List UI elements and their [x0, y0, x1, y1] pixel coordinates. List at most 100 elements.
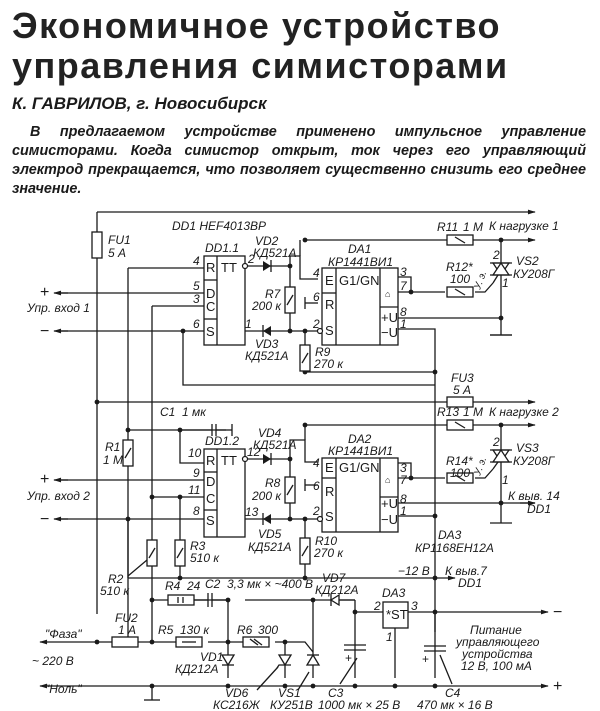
- svg-text:VD1: VD1: [200, 650, 223, 664]
- svg-text:DA2: DA2: [348, 432, 372, 446]
- ground-symbols: [490, 334, 512, 336]
- diode-vd2: VD2 КД521А: [253, 234, 297, 272]
- title-line-2: управления симисторами: [12, 45, 509, 86]
- svg-text:R: R: [325, 297, 334, 312]
- svg-text:VD7: VD7: [322, 571, 347, 585]
- zener-vd6: VD6 КС216Ж: [213, 654, 293, 711]
- svg-text:VD3: VD3: [255, 337, 279, 351]
- svg-text:+: +: [422, 652, 429, 666]
- svg-text:24: 24: [186, 579, 201, 593]
- svg-text:1: 1: [386, 630, 393, 644]
- svg-text:VS1: VS1: [278, 686, 301, 700]
- svg-text:8: 8: [400, 492, 407, 506]
- svg-text:R8: R8: [265, 476, 281, 490]
- ic-dd1-2: DD1.2 R D C S TT 10 9 11 8 12 13: [188, 434, 261, 538]
- capacitor-c4: + C4 470 мк × 16 В: [417, 645, 493, 711]
- in2-plus: +: [40, 471, 49, 488]
- svg-text:КУ208Г: КУ208Г: [513, 454, 556, 468]
- svg-text:КД521А: КД521А: [253, 246, 297, 260]
- svg-text:R6: R6: [237, 623, 253, 637]
- in2-minus: −: [40, 511, 49, 528]
- resistor-r1: R1 1 М: [103, 439, 134, 467]
- resistor-r5: R5 130 к: [158, 623, 210, 648]
- svg-text:300: 300: [258, 623, 278, 637]
- svg-text:S: S: [206, 324, 215, 339]
- svg-text:5 А: 5 А: [453, 383, 471, 397]
- svg-text:510 к: 510 к: [190, 551, 220, 565]
- svg-text:FU1: FU1: [108, 233, 131, 247]
- triac-vs3: 2 1 VS3 КУ208Г У. э.: [472, 435, 556, 487]
- title-line-1: Экономичное устройство: [12, 5, 502, 46]
- ic-da1: DA1 КР1441ВИ1 E R S G1/GN ⌂ +U −U 4 6 2 …: [312, 242, 408, 346]
- resistor-r11: R11 1 М: [437, 220, 483, 246]
- svg-text:D: D: [206, 286, 215, 301]
- svg-text:КР1441ВИ1: КР1441ВИ1: [328, 255, 393, 269]
- in1-minus: −: [40, 323, 49, 340]
- svg-text:R2: R2: [108, 572, 124, 586]
- load-2-label: К нагрузке 2: [489, 405, 559, 419]
- svg-text:270 к: 270 к: [313, 357, 344, 371]
- supply-minus: −: [553, 604, 562, 621]
- svg-text:8: 8: [193, 504, 200, 518]
- svg-text:C: C: [206, 299, 215, 314]
- svg-text:D: D: [206, 474, 215, 489]
- svg-text:У. э.: У. э.: [472, 456, 489, 478]
- diode-vd4: VD4 КД521А: [253, 426, 297, 465]
- svg-text:1 М: 1 М: [463, 405, 483, 419]
- svg-text:⌂: ⌂: [385, 475, 390, 485]
- svg-text:4: 4: [193, 254, 200, 268]
- svg-text:1 мк: 1 мк: [182, 405, 207, 419]
- svg-text:КД521А: КД521А: [245, 349, 289, 363]
- svg-text:*ST: *ST: [386, 607, 408, 622]
- svg-text:TT: TT: [221, 453, 237, 468]
- svg-text:100: 100: [450, 466, 470, 480]
- svg-text:R9: R9: [315, 345, 331, 359]
- svg-text:+: +: [345, 651, 352, 665]
- svg-text:C: C: [206, 491, 215, 506]
- svg-text:4: 4: [313, 266, 320, 280]
- input-2-label: Упр. вход 2: [26, 489, 90, 503]
- svg-text:5: 5: [193, 279, 200, 293]
- svg-text:6: 6: [193, 317, 200, 331]
- svg-text:510 к: 510 к: [100, 584, 130, 598]
- svg-text:1: 1: [245, 317, 252, 331]
- svg-text:У. э.: У. э.: [472, 270, 489, 292]
- svg-text:11: 11: [188, 483, 200, 497]
- svg-text:3: 3: [400, 461, 407, 475]
- svg-text:1: 1: [502, 473, 509, 487]
- diode-vd7: VD7 КД212А: [315, 571, 359, 607]
- diode-vd3: VD3 КД521А: [245, 325, 289, 363]
- capacitor-c1: C1 1 мк: [160, 405, 233, 436]
- svg-text:КР1441ВИ1: КР1441ВИ1: [328, 444, 393, 458]
- svg-text:C4: C4: [445, 686, 461, 700]
- mains-label: ~ 220 В: [32, 654, 74, 668]
- svg-text:КУ208Г: КУ208Г: [513, 267, 556, 281]
- svg-text:DA1: DA1: [348, 242, 371, 256]
- svg-text:2: 2: [492, 435, 500, 449]
- svg-text:3: 3: [400, 265, 407, 279]
- svg-text:КД521А: КД521А: [253, 438, 297, 452]
- svg-text:G1/GN: G1/GN: [339, 273, 379, 288]
- svg-text:R14*: R14*: [446, 454, 473, 468]
- svg-text:VD2: VD2: [255, 234, 279, 248]
- fuse-fu1: FU1 5 А: [91, 231, 131, 260]
- ic-da2: DA2 КР1441ВИ1 E R S G1/GN ⌂ +U −U 4 6 2 …: [312, 432, 408, 533]
- svg-text:R7: R7: [265, 287, 282, 301]
- svg-text:VS3: VS3: [516, 441, 539, 455]
- resistor-r6: R6 300: [237, 623, 278, 648]
- svg-text:200 к: 200 к: [251, 489, 282, 503]
- svg-text:1: 1: [400, 504, 407, 518]
- input-1-label: Упр. вход 1: [26, 301, 90, 315]
- svg-text:DD1.2: DD1.2: [205, 434, 239, 448]
- svg-text:2: 2: [247, 252, 255, 266]
- svg-text:13: 13: [245, 505, 259, 519]
- supply-label-2: управляющего: [455, 635, 540, 649]
- resistor-r12: R12* 100: [446, 260, 474, 298]
- svg-text:1 М: 1 М: [463, 220, 483, 234]
- capacitor-c2: C2 C2 3,3 мк × ~400 В: [194, 577, 313, 607]
- svg-text:1000 мк × 25 В: 1000 мк × 25 В: [318, 698, 400, 711]
- svg-text:200 к: 200 к: [251, 299, 282, 313]
- svg-text:R10: R10: [315, 534, 337, 548]
- phase-label: "Фаза": [45, 627, 82, 641]
- svg-text:R5: R5: [158, 623, 174, 637]
